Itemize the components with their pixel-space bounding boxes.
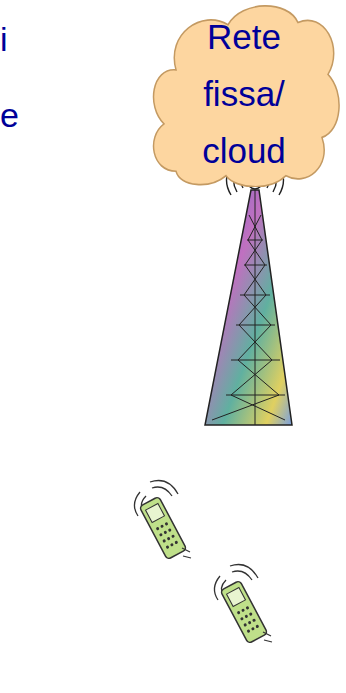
cloud-node: Rete fissa/ cloud [146, 0, 342, 187]
mobile-phone [134, 481, 191, 560]
cut-text-fragment: e [0, 98, 19, 132]
cloud-label: Rete fissa/ cloud [188, 8, 300, 179]
cut-text-fragment: i [0, 22, 8, 56]
radio-tower [205, 171, 292, 425]
mobile-phone [214, 565, 272, 644]
